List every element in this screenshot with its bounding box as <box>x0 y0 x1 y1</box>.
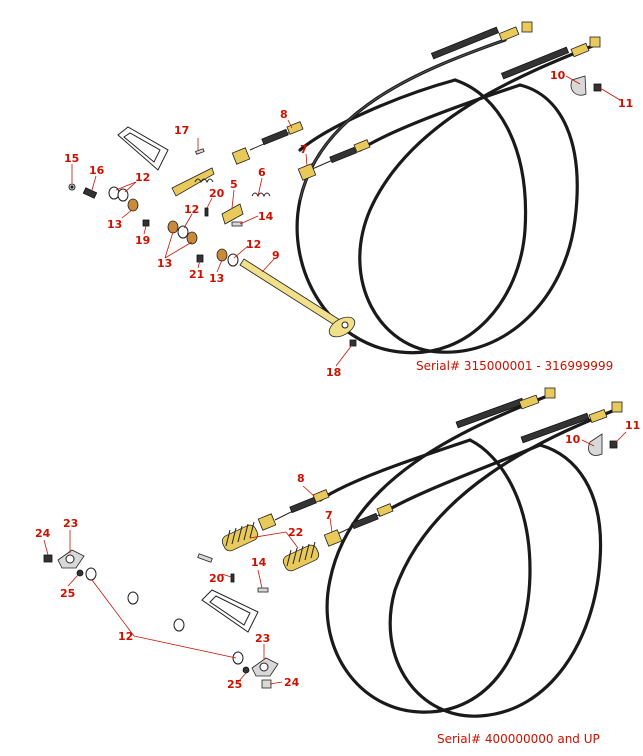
leaders-bottom <box>43 431 627 685</box>
callout-18: 18 <box>326 366 341 379</box>
callout-7-bottom: 7 <box>325 509 333 522</box>
callout-20: 20 <box>209 187 225 200</box>
callout-13-b: 13 <box>157 257 172 270</box>
small-parts-bottom <box>197 553 269 593</box>
flange-bearing-left <box>43 549 97 581</box>
callout-8: 8 <box>280 108 288 121</box>
serial-label-top: Serial# 315000001 - 316999999 <box>416 359 613 373</box>
callout-12-c: 12 <box>246 238 261 251</box>
callout-12-bottom: 12 <box>118 630 133 643</box>
callout-23-right: 23 <box>255 632 270 645</box>
callout-12-a: 12 <box>135 171 150 184</box>
callout-15: 15 <box>64 152 79 165</box>
callout-23-left: 23 <box>63 517 78 530</box>
lever-bracket-top <box>171 148 271 227</box>
gasket-plate-bottom <box>201 589 259 633</box>
callout-10-bottom: 10 <box>565 433 581 446</box>
callout-25-left: 25 <box>60 587 75 600</box>
callout-14-bottom: 14 <box>251 556 267 569</box>
callout-25-right: 25 <box>227 678 242 691</box>
cable-end-sleeves-bottom <box>455 387 623 444</box>
callout-22: 22 <box>288 526 303 539</box>
callout-12-b: 12 <box>184 203 199 216</box>
bottom-cable-loops <box>318 393 617 718</box>
callout-8-bottom: 8 <box>297 472 305 485</box>
shaft-9 <box>239 258 357 347</box>
callout-17: 17 <box>174 124 189 137</box>
top-cable-loops <box>295 38 597 355</box>
callouts-top: 17 15 16 12 13 19 20 12 13 21 13 5 6 14 … <box>64 69 633 379</box>
callout-19: 19 <box>135 234 150 247</box>
callout-10: 10 <box>550 69 566 82</box>
callout-13-c: 13 <box>209 272 224 285</box>
callout-5: 5 <box>230 178 238 191</box>
bottom-assembly: 24 23 25 12 20 14 22 8 7 23 25 24 10 11 … <box>35 387 640 746</box>
cable-rod-7 <box>297 139 371 181</box>
callout-9: 9 <box>272 249 280 262</box>
callout-6: 6 <box>258 166 266 179</box>
cable-end-sleeves-top <box>430 21 601 80</box>
callout-21: 21 <box>189 268 204 281</box>
callout-24-right: 24 <box>284 676 300 689</box>
cable-rod-8-bottom <box>257 489 330 531</box>
cable-rod-8 <box>231 121 304 165</box>
cable-rod-7-bottom <box>323 503 394 547</box>
callout-13-a: 13 <box>107 218 122 231</box>
callout-14: 14 <box>258 210 274 223</box>
callout-7: 7 <box>300 143 308 156</box>
loose-washers-12 <box>127 591 185 632</box>
leaders-top <box>71 75 621 367</box>
top-assembly: 17 15 16 12 13 19 20 12 13 21 13 5 6 14 … <box>64 21 633 379</box>
washers-bushings-top <box>68 183 239 267</box>
callout-11: 11 <box>618 97 633 110</box>
callout-16: 16 <box>89 164 105 177</box>
clamp-10-bottom <box>588 433 618 456</box>
callout-20-bottom: 20 <box>209 572 225 585</box>
callouts-bottom: 24 23 25 12 20 14 22 8 7 23 25 24 10 11 <box>35 419 640 691</box>
clamp-10-top <box>570 75 602 96</box>
callout-24-left: 24 <box>35 527 51 540</box>
serial-label-bottom: Serial# 400000000 and UP <box>437 732 600 746</box>
gasket-plate-top <box>117 126 169 171</box>
springs-22 <box>221 521 320 572</box>
callout-11-bottom: 11 <box>625 419 640 432</box>
